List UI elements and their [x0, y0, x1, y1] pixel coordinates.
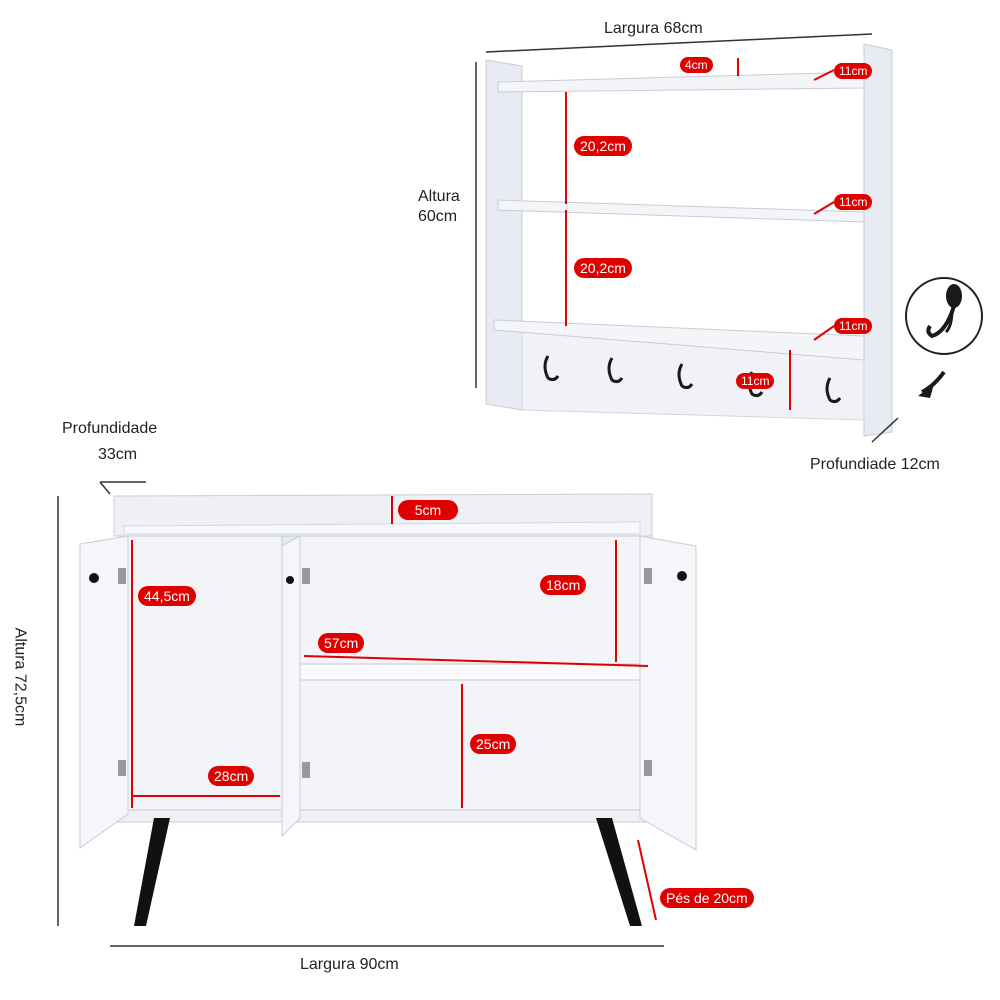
cabinet-height-label: Altura 72,5cm: [11, 627, 29, 727]
cabinet-top-rail-badge: 5cm: [398, 500, 458, 520]
hook-detail-icon: [905, 277, 983, 398]
cabinet: [57, 481, 697, 947]
cabinet-middle-width-badge: 57cm: [318, 633, 365, 653]
wall-shelf: [475, 33, 899, 443]
shelf-depth-label: Profundiade 12cm: [810, 456, 940, 473]
shelf-gap-top-badge: 20,2cm: [574, 136, 632, 156]
shelf-depth-2-badge: 11cm: [834, 194, 873, 210]
cabinet-width-label: Largura 90cm: [300, 956, 399, 973]
shelf-top-rail-badge: 4cm: [680, 57, 713, 73]
cabinet-left-width-badge: 28cm: [208, 766, 255, 786]
shelf-gap-bottom-badge: 20,2cm: [574, 258, 632, 278]
shelf-depth-1-badge: 11cm: [834, 63, 873, 79]
shelf-height-label-1: Altura: [418, 188, 460, 205]
shelf-hook-spacing-badge: 11cm: [736, 373, 775, 389]
cabinet-depth-label-2: 33cm: [98, 446, 138, 463]
cabinet-legs-badge: Pés de 20cm: [660, 888, 754, 908]
cabinet-left-height-badge: 44,5cm: [138, 586, 196, 606]
shelf-height-label-2: 60cm: [418, 208, 458, 225]
shelf-width-label: Largura 68cm: [604, 20, 703, 37]
cabinet-upper-height-badge: 18cm: [540, 575, 587, 595]
cabinet-lower-height-badge: 25cm: [470, 734, 517, 754]
shelf-depth-3-badge: 11cm: [834, 318, 873, 334]
cabinet-depth-label-1: Profundidade: [62, 420, 158, 437]
